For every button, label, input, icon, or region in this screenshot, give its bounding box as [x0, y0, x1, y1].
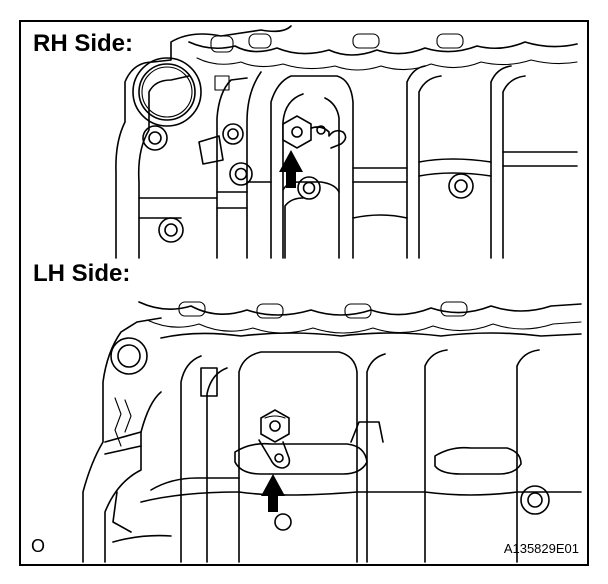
diagram-frame: RH Side: LH Side: O A135829E01: [19, 20, 589, 566]
rh-side-drawing: [115, 25, 578, 259]
view-mark-symbol: O: [31, 536, 46, 556]
engine-block-illustration: [82, 25, 582, 563]
rh-side-label: RH Side:: [31, 30, 138, 58]
figure-id: A135829E01: [503, 541, 579, 556]
lh-side-label: LH Side:: [31, 260, 135, 288]
lh-side-drawing: [82, 301, 582, 563]
lh-indicator-arrow: [261, 474, 285, 512]
rh-indicator-arrow: [279, 150, 303, 188]
